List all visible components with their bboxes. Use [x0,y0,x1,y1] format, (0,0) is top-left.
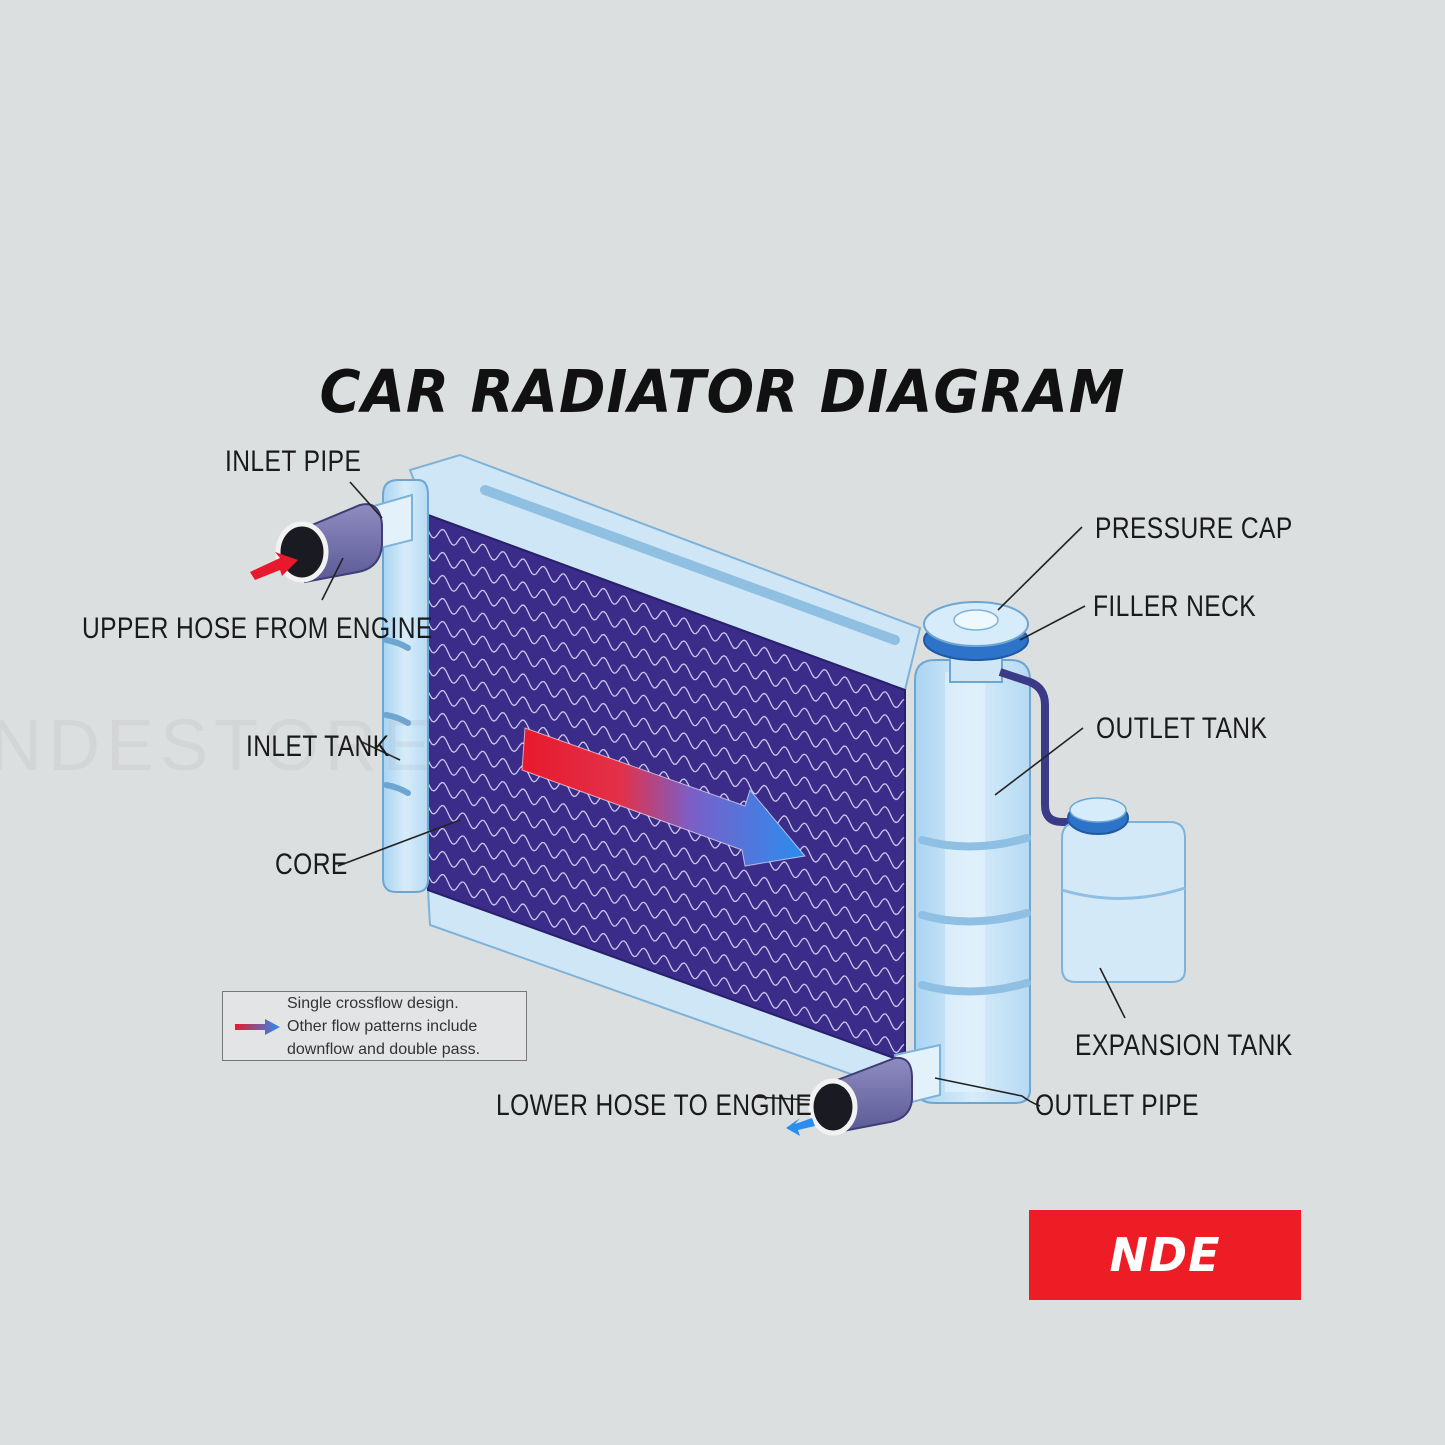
outflow-arrow [786,1118,815,1136]
overflow-tube [998,668,1078,826]
core-fins [428,528,905,1054]
label-inlet-tank: INLET TANK [246,730,390,763]
legend-line-1: Single crossflow design. [287,995,459,1012]
core-fin-row [428,574,905,755]
label-filler-neck: FILLER NECK [1093,590,1257,623]
core-fin-row [428,781,905,962]
core-fin-row [428,620,905,801]
legend-line-2: Other flow patterns include [287,1018,478,1035]
brand-logo: NDE [1029,1210,1301,1300]
core-fin-row [428,551,905,732]
label-pressure-cap: PRESSURE CAP [1095,512,1293,545]
core-fin-row [428,666,905,847]
label-outlet-tank: OUTLET TANK [1096,712,1268,745]
watermark: NDESTORE [0,706,437,786]
core-fin-row [428,827,905,1008]
label-core: CORE [275,848,348,881]
legend-line-3: downflow and double pass. [287,1041,481,1058]
flow-legend: Single crossflow design. Other flow patt… [222,991,527,1061]
core-fin-row [428,873,905,1054]
brand-name: NDE [1109,1228,1221,1282]
core-fin-row [428,804,905,985]
inflow-arrow [250,552,298,580]
core-fin-row [428,758,905,939]
label-upper-hose: UPPER HOSE FROM ENGINE [82,612,433,645]
label-expansion-tank: EXPANSION TANK [1075,1029,1293,1062]
diagram-title: CAR RADIATOR DIAGRAM [319,358,1126,427]
expansion-tank [1061,821,1186,983]
label-inlet-pipe: INLET PIPE [225,445,362,478]
flow-arrow [521,727,806,867]
label-outlet-pipe: OUTLET PIPE [1035,1089,1200,1122]
core-fin-row [428,643,905,824]
top-frame-slot [480,485,900,645]
core-fin-row [428,850,905,1031]
core-fin-row [428,528,905,709]
core-fin-row [428,597,905,778]
core-fin-row [428,689,905,870]
legend-arrow-icon [235,1019,280,1035]
label-lower-hose: LOWER HOSE TO ENGINE [496,1089,813,1122]
